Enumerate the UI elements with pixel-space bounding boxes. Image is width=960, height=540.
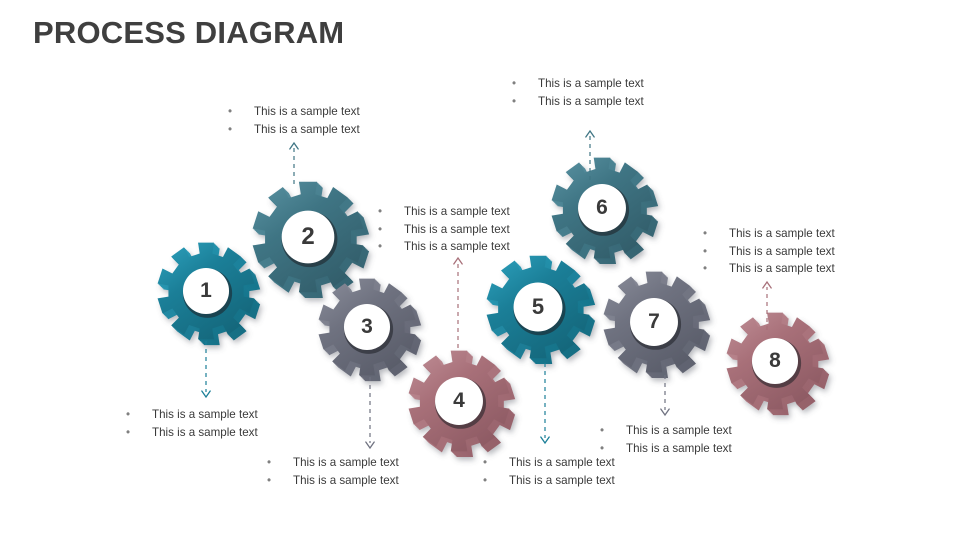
- bullet-icon: •: [228, 122, 233, 136]
- gear-6[interactable]: 6: [535, 141, 669, 275]
- bullet-icon: •: [512, 77, 517, 90]
- page-title: PROCESS DIAGRAM: [33, 15, 345, 50]
- conn-gear6-arrow: [580, 123, 600, 188]
- bullet-icon: •: [228, 105, 233, 118]
- bullet-icon: •: [600, 424, 605, 437]
- bullet-icon: •: [378, 205, 383, 218]
- conn-gear4-arrow: [448, 250, 468, 356]
- list-item: • This is a sample text: [483, 472, 615, 490]
- list-item: • This is a sample text: [267, 454, 399, 472]
- conn-gear8-arrow: [757, 274, 777, 338]
- gear-3[interactable]: 3: [302, 262, 432, 392]
- gear-7[interactable]: 7: [587, 255, 721, 389]
- conn-gear3-arrow: [360, 369, 380, 456]
- list-item: • This is a sample text: [378, 238, 510, 256]
- gear-1[interactable]: 1: [141, 226, 271, 356]
- list-item-label: This is a sample text: [729, 244, 835, 258]
- list-item: • This is a sample text: [483, 454, 615, 472]
- bullet-icon: •: [703, 227, 708, 240]
- gear-2[interactable]: 2: [236, 165, 380, 309]
- list-item: • This is a sample text: [378, 221, 510, 239]
- bullet-icon: •: [126, 408, 131, 421]
- bullet-icon: •: [483, 473, 488, 487]
- text-gear7: • This is a sample text • This is a sample …: [600, 422, 732, 457]
- list-item-label: This is a sample text: [626, 441, 732, 455]
- list-item-label: This is a sample text: [729, 227, 835, 240]
- list-item-label: This is a sample text: [626, 424, 732, 437]
- text-gear5: • This is a sample text • This is a sample …: [483, 454, 615, 489]
- list-item: • This is a sample text: [378, 203, 510, 221]
- text-gear4: • This is a sample text • This is a sample …: [378, 203, 510, 256]
- list-item: • This is a sample text: [126, 406, 258, 424]
- gear-4[interactable]: 4: [392, 334, 526, 468]
- list-item-label: This is a sample text: [729, 262, 835, 276]
- bullet-icon: •: [378, 240, 383, 254]
- bullet-icon: •: [512, 94, 517, 108]
- text-gear8: • This is a sample text • This is a sample …: [703, 225, 835, 278]
- text-gear6: • This is a sample text • This is a sample …: [512, 75, 644, 110]
- text-gear1: • This is a sample text • This is a sample …: [126, 406, 258, 441]
- list-item-label: This is a sample text: [293, 473, 399, 487]
- bullet-icon: •: [703, 244, 708, 258]
- list-item: • This is a sample text: [228, 103, 360, 121]
- list-item-label: This is a sample text: [538, 77, 644, 90]
- list-item: • This is a sample text: [126, 424, 258, 442]
- text-gear3: • This is a sample text • This is a sample …: [267, 454, 399, 489]
- list-item: • This is a sample text: [267, 472, 399, 490]
- bullet-icon: •: [483, 456, 488, 469]
- conn-gear7-arrow: [655, 367, 675, 423]
- conn-gear1-arrow: [196, 333, 216, 405]
- list-item: • This is a sample text: [703, 243, 835, 261]
- bullet-icon: •: [267, 473, 272, 487]
- list-item-label: This is a sample text: [404, 240, 510, 254]
- bullet-icon: •: [600, 441, 605, 455]
- bullet-icon: •: [378, 222, 383, 236]
- conn-gear5-arrow: [535, 355, 555, 451]
- list-item: • This is a sample text: [600, 422, 732, 440]
- list-item: • This is a sample text: [228, 121, 360, 139]
- list-item: • This is a sample text: [600, 440, 732, 458]
- list-item-label: This is a sample text: [509, 473, 615, 487]
- list-item: • This is a sample text: [512, 93, 644, 111]
- list-item-label: This is a sample text: [254, 105, 360, 118]
- list-item-label: This is a sample text: [293, 456, 399, 469]
- list-item-label: This is a sample text: [509, 456, 615, 469]
- list-item-label: This is a sample text: [404, 222, 510, 236]
- list-item-label: This is a sample text: [538, 94, 644, 108]
- bullet-icon: •: [703, 262, 708, 276]
- text-gear2: • This is a sample text • This is a sample …: [228, 103, 360, 138]
- bullet-icon: •: [126, 425, 131, 439]
- gear-5[interactable]: 5: [470, 239, 606, 375]
- list-item: • This is a sample text: [512, 75, 644, 93]
- conn-gear2-arrow: [284, 135, 304, 192]
- list-item-label: This is a sample text: [254, 122, 360, 136]
- list-item-label: This is a sample text: [404, 205, 510, 218]
- bullet-icon: •: [267, 456, 272, 469]
- list-item: • This is a sample text: [703, 260, 835, 278]
- list-item-label: This is a sample text: [152, 425, 258, 439]
- list-item: • This is a sample text: [703, 225, 835, 243]
- list-item-label: This is a sample text: [152, 408, 258, 421]
